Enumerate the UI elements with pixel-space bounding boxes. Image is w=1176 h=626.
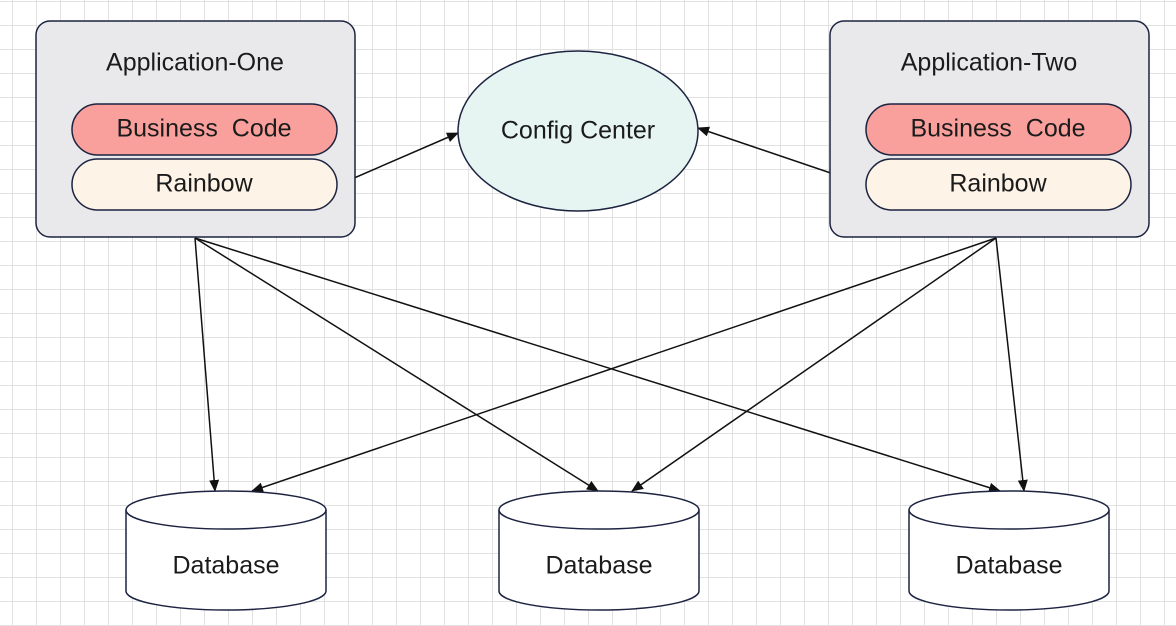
application-two-node[interactable]: Application-Two Business Code Rainbow — [829, 20, 1150, 238]
database-2[interactable]: Database — [498, 490, 700, 611]
arrow-rainbow-one-to-config — [337, 132, 459, 186]
arrow-app-one-to-database-3 — [194, 237, 1001, 493]
application-two-title: Application-Two — [901, 49, 1077, 77]
application-two-business-code-label: Business Code — [910, 115, 1085, 143]
application-one-rainbow[interactable]: Rainbow — [71, 158, 338, 211]
database-3[interactable]: Database — [908, 490, 1110, 611]
database-2-label: Database — [545, 552, 652, 580]
application-one-rainbow-label: Rainbow — [155, 170, 253, 198]
application-two-rainbow[interactable]: Rainbow — [865, 158, 1132, 211]
arrow-app-two-to-database-2 — [631, 237, 997, 492]
database-1-label: Database — [172, 552, 279, 580]
application-one-business-code-label: Business Code — [116, 115, 291, 143]
application-one-business-code[interactable]: Business Code — [71, 103, 338, 156]
application-two-rainbow-label: Rainbow — [949, 170, 1047, 198]
arrow-app-two-to-database-3 — [995, 237, 1028, 492]
connectors — [194, 126, 1028, 493]
database-1[interactable]: Database — [125, 490, 327, 611]
database-3-label: Database — [955, 552, 1062, 580]
config-center-label: Config Center — [501, 117, 655, 145]
application-one-node[interactable]: Application-One Business Code Rainbow — [35, 20, 356, 238]
config-center-node[interactable]: Config Center — [457, 50, 699, 212]
arrow-app-one-to-database-1 — [194, 237, 220, 492]
application-one-title: Application-One — [106, 49, 284, 77]
arrow-app-one-to-database-2 — [194, 237, 599, 492]
arrow-app-two-to-database-1 — [251, 237, 997, 493]
application-two-business-code[interactable]: Business Code — [865, 103, 1132, 156]
